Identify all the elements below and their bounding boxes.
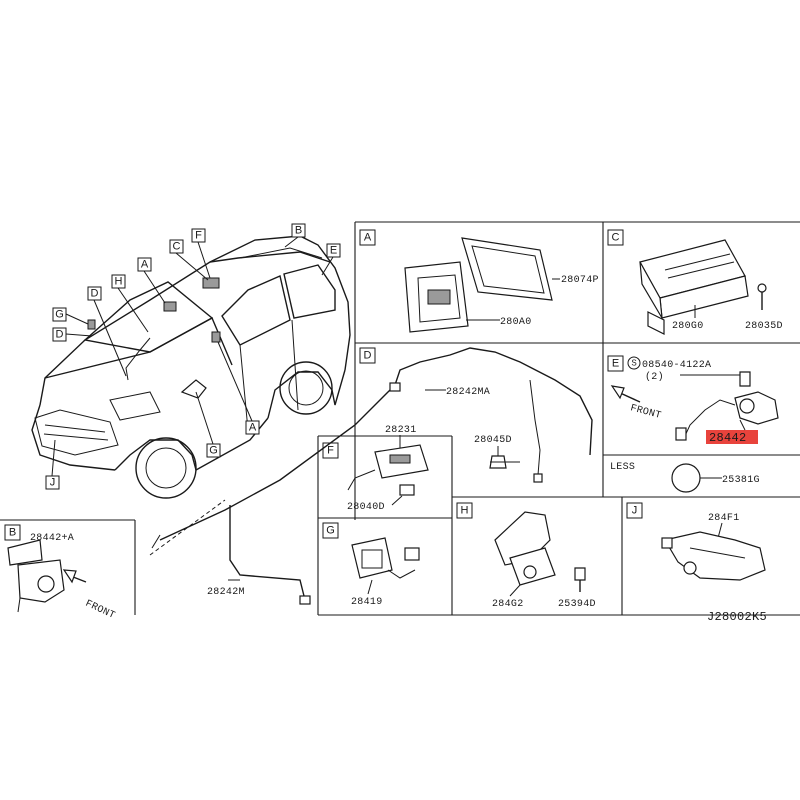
panel-e-parts: S 08540-4122A (2) FRONT 28442 LESS 25381… (610, 356, 779, 493)
section-box-h: H (456, 502, 473, 519)
svg-text:25394D: 25394D (558, 599, 596, 610)
svg-text:28035D: 28035D (745, 321, 783, 332)
svg-text:28040D: 28040D (347, 502, 385, 513)
vehicle-callouts: A C F B E H D G D G A J (45, 223, 341, 490)
svg-text:28419: 28419 (351, 597, 383, 608)
section-box-b: B (4, 524, 21, 541)
svg-text:C: C (173, 241, 181, 253)
svg-text:E: E (330, 245, 337, 257)
svg-text:B: B (295, 225, 302, 237)
section-box-e: E (607, 355, 624, 372)
section-box-f: F (322, 442, 339, 459)
svg-text:28242MA: 28242MA (446, 387, 490, 398)
svg-text:A: A (141, 259, 149, 271)
panel-h-parts: 284G2 25394D (492, 511, 596, 610)
svg-text:FRONT: FRONT (83, 599, 116, 622)
svg-text:H: H (461, 505, 469, 517)
svg-text:E: E (612, 358, 619, 370)
svg-text:28442+A: 28442+A (30, 533, 74, 544)
svg-text:D: D (56, 329, 64, 341)
svg-text:284F1: 284F1 (708, 513, 740, 524)
panel-c-parts: 280G0 28035D (639, 239, 783, 335)
section-box-c: C (607, 229, 624, 246)
svg-text:G: G (209, 445, 218, 457)
svg-text:B: B (9, 527, 16, 539)
svg-text:F: F (327, 445, 334, 457)
svg-text:28442: 28442 (709, 431, 747, 445)
svg-text:28074P: 28074P (561, 275, 599, 286)
panel-frames (0, 221, 800, 616)
svg-text:D: D (91, 288, 99, 300)
svg-text:J: J (50, 477, 56, 489)
panel-d-parts: 28242MA 28045D 28242M (149, 347, 593, 605)
panel-f-parts: 28231 28040D (347, 425, 429, 513)
section-box-d: D (359, 347, 376, 364)
svg-text:25381G: 25381G (722, 475, 760, 486)
svg-text:J: J (632, 505, 638, 517)
vehicle-drawing (31, 235, 351, 499)
svg-text:LESS: LESS (610, 462, 635, 473)
svg-text:280G0: 280G0 (672, 321, 704, 332)
panel-b-parts: 28442+A FRONT (7, 533, 117, 622)
panel-a-parts: 28074P 280A0 (404, 237, 599, 333)
svg-text:S: S (631, 359, 636, 368)
section-box-a: A (359, 229, 376, 246)
svg-text:G: G (326, 525, 335, 537)
svg-text:A: A (364, 232, 372, 244)
panel-j-parts: 284F1 (661, 513, 766, 581)
svg-text:C: C (612, 232, 620, 244)
svg-text:28045D: 28045D (474, 435, 512, 446)
svg-text:08540-4122A: 08540-4122A (642, 360, 711, 371)
svg-text:(2): (2) (645, 371, 664, 383)
svg-text:A: A (249, 422, 257, 434)
section-box-g: G (322, 522, 339, 539)
svg-text:28242M: 28242M (207, 587, 245, 598)
panel-g-parts: 28419 (351, 537, 420, 608)
svg-text:284G2: 284G2 (492, 599, 524, 610)
svg-text:H: H (115, 276, 123, 288)
svg-text:D: D (364, 350, 372, 362)
svg-text:FRONT: FRONT (629, 403, 662, 422)
section-box-j: J (626, 502, 643, 519)
svg-text:G: G (55, 309, 64, 321)
diagram-code: J28002K5 (707, 610, 767, 624)
svg-text:280A0: 280A0 (500, 317, 532, 328)
svg-text:F: F (195, 230, 202, 242)
svg-text:28231: 28231 (385, 425, 417, 436)
